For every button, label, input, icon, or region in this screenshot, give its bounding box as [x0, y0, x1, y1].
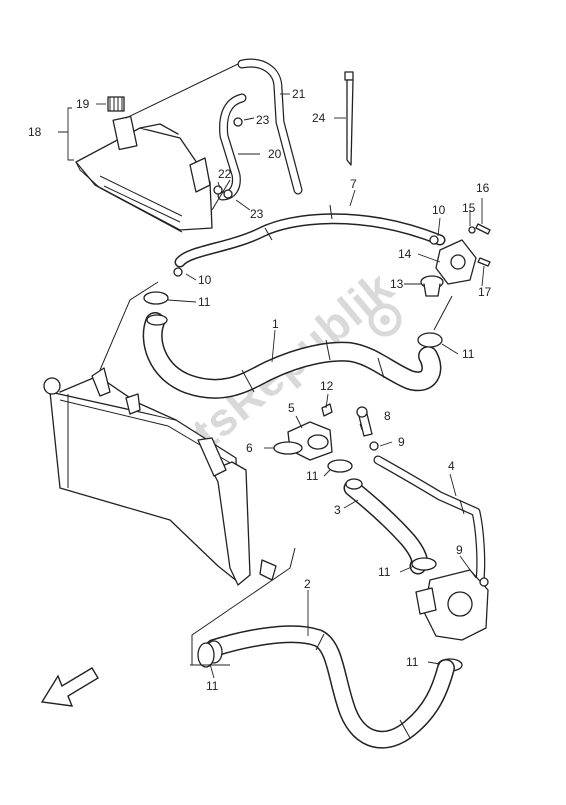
bolt-16: [475, 223, 491, 235]
fitting-8: [356, 406, 373, 437]
label-11-upper-right: 11: [462, 347, 475, 361]
hose-clamp-11-mid: [327, 459, 353, 473]
label-11-pump: 11: [378, 565, 391, 579]
label-11-upper-left: 11: [198, 295, 211, 309]
watermark-gear-icon: [368, 303, 402, 337]
hose-clamp-11-lower: [197, 642, 215, 668]
hose-clip-9-pump: [479, 577, 489, 587]
reference-line-left: [99, 281, 159, 371]
label-13: 13: [390, 277, 404, 291]
reference-line-tank: [211, 179, 231, 211]
reservoir-cap: [107, 96, 125, 112]
hose-clip-9: [369, 441, 379, 451]
reference-line-thermostat: [433, 295, 453, 331]
label-5: 5: [288, 401, 295, 415]
label-6: 6: [246, 441, 253, 455]
label-11-lower-left: 11: [206, 679, 219, 693]
label-20: 20: [268, 147, 282, 161]
label-9-lower: 9: [456, 543, 463, 557]
label-15: 15: [462, 201, 476, 215]
label-3: 3: [334, 503, 341, 517]
label-23-upper: 23: [256, 113, 270, 127]
label-9-upper: 9: [398, 435, 405, 449]
thermostat-13: [420, 275, 444, 297]
label-19: 19: [76, 97, 90, 111]
radiator-hose-2: [205, 625, 455, 749]
o-ring-6: [273, 441, 303, 455]
label-11-mid: 11: [306, 469, 319, 483]
label-4: 4: [448, 459, 455, 473]
water-pump: [415, 569, 489, 641]
label-12: 12: [320, 379, 334, 393]
breather-hose-21: [125, 58, 303, 195]
label-21: 21: [292, 87, 306, 101]
hose-3: [343, 478, 428, 575]
front-direction-arrow-icon: [40, 667, 99, 707]
label-8: 8: [384, 409, 391, 423]
hose-4: [373, 455, 486, 585]
label-7: 7: [350, 177, 357, 191]
reservoir-tank: [75, 115, 213, 233]
thermostat-housing: [435, 239, 477, 285]
bolt-17: [477, 257, 491, 267]
label-18: 18: [28, 125, 42, 139]
label-11-lower-right: 11: [406, 655, 419, 669]
label-24: 24: [312, 111, 326, 125]
hose-clamp-11-upper: [143, 291, 443, 348]
cable-tie-24: [344, 71, 354, 166]
reference-box-lower: [191, 547, 296, 665]
label-23-lower: 23: [250, 207, 264, 221]
label-14: 14: [398, 247, 412, 261]
radiator-hose-1: [142, 312, 442, 399]
label-22: 22: [218, 167, 232, 181]
bypass-hose-7: [174, 204, 446, 268]
hose-clip-10: [173, 235, 439, 277]
radiator: [43, 367, 277, 586]
leader-lines: [58, 93, 485, 679]
label-10-left: 10: [198, 273, 212, 287]
label-17: 17: [478, 285, 492, 299]
label-10-right: 10: [432, 203, 446, 217]
label-2: 2: [304, 577, 311, 591]
overflow-hose-20: [217, 93, 247, 201]
label-1: 1: [272, 317, 279, 331]
label-16: 16: [476, 181, 490, 195]
washer-15: [468, 226, 476, 234]
